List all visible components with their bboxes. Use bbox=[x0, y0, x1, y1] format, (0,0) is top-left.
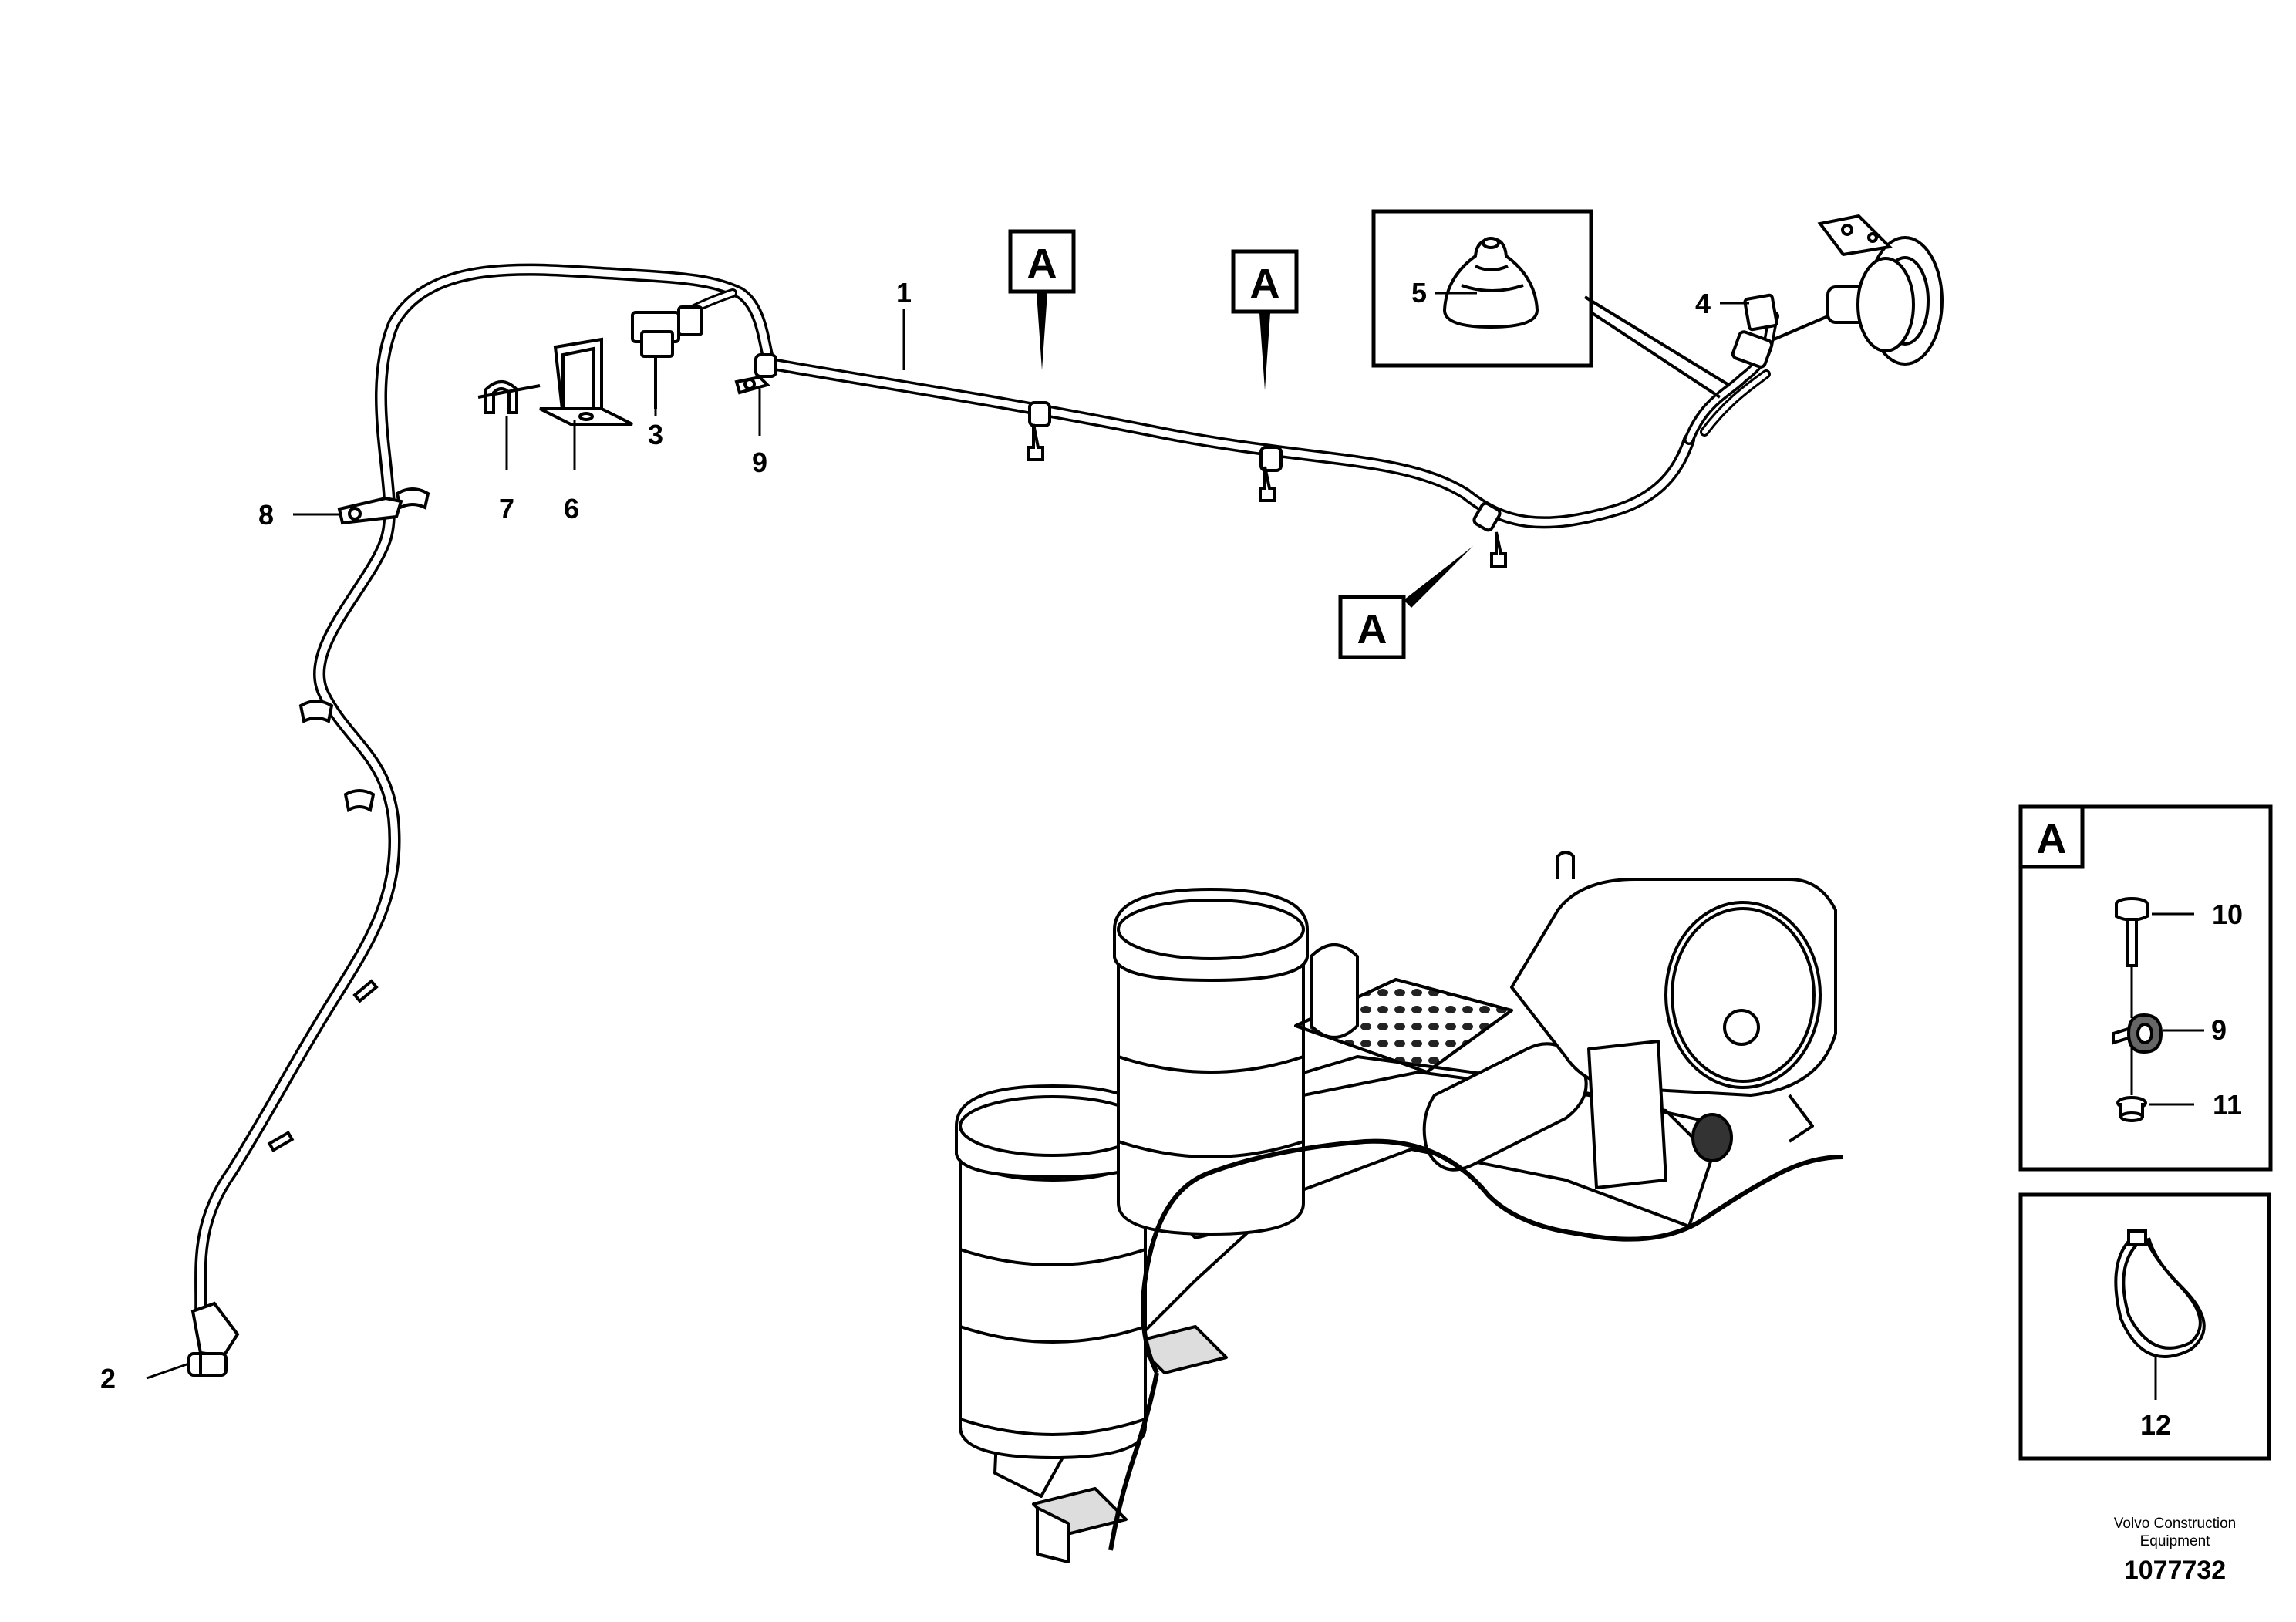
section-marker-1: A bbox=[1008, 229, 1076, 370]
callout-2: 2 bbox=[100, 1363, 116, 1394]
clamp-band-4 bbox=[352, 979, 379, 1003]
credit-company-line2: Equipment bbox=[2139, 1533, 2210, 1549]
marker-1-label: A bbox=[1027, 241, 1057, 287]
callout-5: 5 bbox=[1411, 277, 1427, 309]
callout-numbers: 1 2 3 4 5 6 7 8 9 bbox=[100, 277, 1711, 1394]
aftertreatment-canister bbox=[1510, 851, 1837, 1143]
clamp-band-5 bbox=[267, 1130, 295, 1153]
clamp-band-9 bbox=[754, 353, 777, 378]
callout-leaders bbox=[146, 302, 1749, 1380]
credit-company-line1: Volvo Construction bbox=[2113, 1516, 2237, 1532]
callout-6: 6 bbox=[564, 493, 579, 524]
clamp-band-3 bbox=[343, 789, 376, 813]
callout-7: 7 bbox=[499, 493, 514, 524]
callout-10: 10 bbox=[2212, 899, 2243, 930]
horn bbox=[1817, 214, 1944, 366]
exhaust-pipe bbox=[1310, 943, 1359, 1039]
clamp-band-7 bbox=[1259, 446, 1283, 472]
clamp-band-8 bbox=[1472, 501, 1502, 532]
clip-part-7 bbox=[477, 380, 541, 414]
bracket-part-6 bbox=[539, 337, 633, 426]
harness-clamps bbox=[267, 353, 1502, 1153]
flange-bolt bbox=[2115, 897, 2149, 967]
callout-11: 11 bbox=[2213, 1089, 2242, 1121]
callout-12: 12 bbox=[2140, 1409, 2171, 1441]
callout-4: 4 bbox=[1695, 288, 1711, 319]
fuel-tank-front bbox=[955, 1084, 1151, 1459]
section-marker-3: A bbox=[1338, 546, 1473, 659]
cable-tie bbox=[2114, 1229, 2206, 1358]
machine-harness bbox=[1141, 1138, 1844, 1374]
harness-cable-outline bbox=[194, 263, 777, 1321]
section-marker-2: A bbox=[1231, 249, 1299, 390]
detail-box-12: 12 bbox=[2018, 1192, 2271, 1461]
flange-nut bbox=[2116, 1096, 2147, 1122]
callout-3: 3 bbox=[648, 419, 663, 450]
marker-3-label: A bbox=[1357, 606, 1387, 653]
clamp-studs bbox=[1027, 423, 1507, 568]
drawing-number: 1077732 bbox=[2123, 1556, 2227, 1585]
callout-9-detail: 9 bbox=[2211, 1014, 2227, 1046]
protective-cap bbox=[1442, 237, 1539, 329]
clamp-part-9-top bbox=[734, 375, 770, 395]
connector-part-4 bbox=[1731, 293, 1829, 369]
detail-title: A bbox=[2037, 816, 2067, 862]
callout-9: 9 bbox=[752, 447, 767, 478]
horn-on-machine bbox=[1691, 1113, 1733, 1162]
wiring-harness bbox=[194, 263, 1779, 1321]
clip-part-8 bbox=[337, 496, 403, 525]
connector-part-3 bbox=[631, 305, 703, 409]
clamp-band-1 bbox=[395, 487, 430, 510]
connector-part-2 bbox=[187, 1301, 240, 1377]
fuel-tank-rear bbox=[1113, 888, 1309, 1236]
stud-2 bbox=[1259, 466, 1276, 502]
detail-box-part-5 bbox=[1371, 209, 1731, 399]
stud-3 bbox=[1490, 531, 1507, 568]
rubber-clamp bbox=[2112, 1013, 2163, 1054]
callout-8: 8 bbox=[258, 499, 274, 531]
machine-overview bbox=[955, 851, 1844, 1563]
detail-box-a: A 10 9 11 bbox=[2018, 804, 2273, 1172]
callout-1: 1 bbox=[896, 277, 912, 309]
marker-2-label: A bbox=[1250, 261, 1280, 307]
clamp-band-6 bbox=[1028, 401, 1051, 427]
stud-1 bbox=[1027, 423, 1044, 461]
clamp-band-2 bbox=[298, 700, 334, 723]
